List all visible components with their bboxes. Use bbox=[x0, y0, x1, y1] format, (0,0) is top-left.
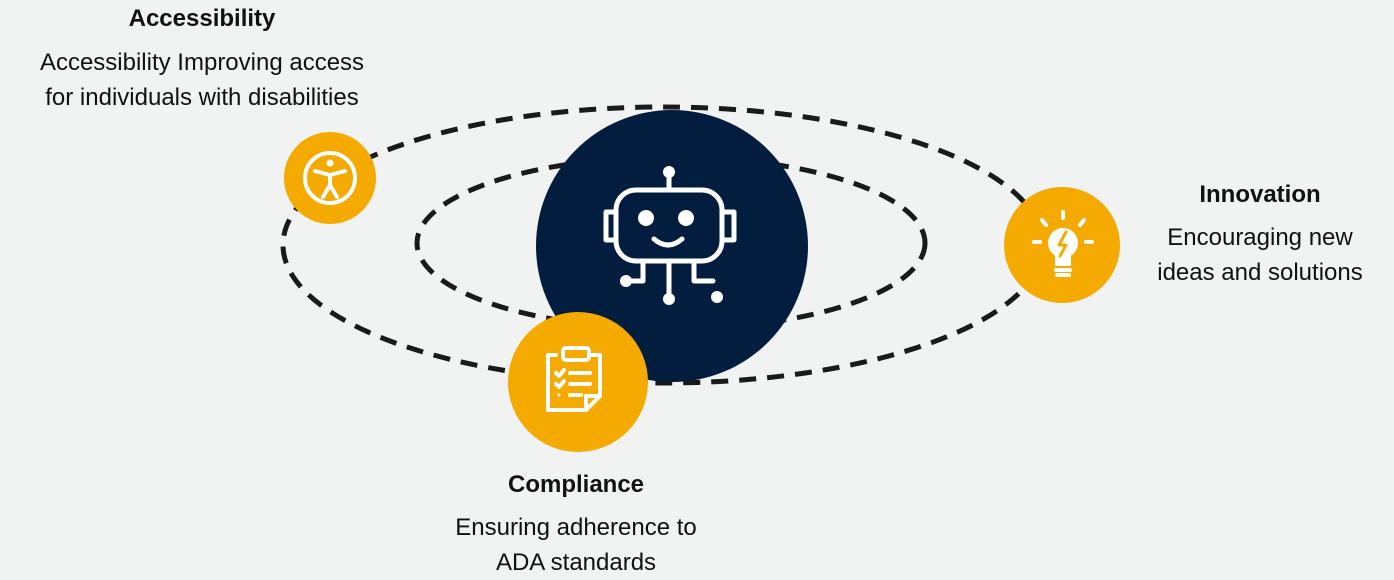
clipboard-checklist-icon bbox=[546, 346, 602, 412]
robot-hub bbox=[536, 110, 808, 382]
accessibility-description-line2: for individuals with disabilities bbox=[45, 84, 359, 111]
compliance-node bbox=[508, 312, 648, 452]
robot-icon bbox=[603, 166, 737, 305]
compliance-description-line2: ADA standards bbox=[495, 549, 657, 576]
accessibility-title: Accessibility bbox=[128, 5, 276, 32]
accessibility-label: Accessibility Accessibility Improving ac… bbox=[0, 4, 404, 115]
innovation-node bbox=[1004, 187, 1120, 303]
lightbulb-icon bbox=[1032, 210, 1094, 277]
innovation-label: Innovation Encouraging new ideas and sol… bbox=[1130, 180, 1390, 290]
innovation-description-line1: Encouraging new bbox=[1167, 224, 1353, 251]
accessibility-description-line1: Accessibility Improving access bbox=[39, 49, 365, 76]
accessibility-person-icon bbox=[303, 151, 357, 205]
compliance-label: Compliance Ensuring adherence to ADA sta… bbox=[426, 470, 726, 580]
innovation-title: Innovation bbox=[1199, 181, 1321, 208]
innovation-description-line2: ideas and solutions bbox=[1157, 259, 1363, 286]
compliance-description-line1: Ensuring adherence to bbox=[455, 514, 697, 541]
accessibility-node bbox=[284, 132, 376, 224]
compliance-title: Compliance bbox=[507, 471, 645, 498]
